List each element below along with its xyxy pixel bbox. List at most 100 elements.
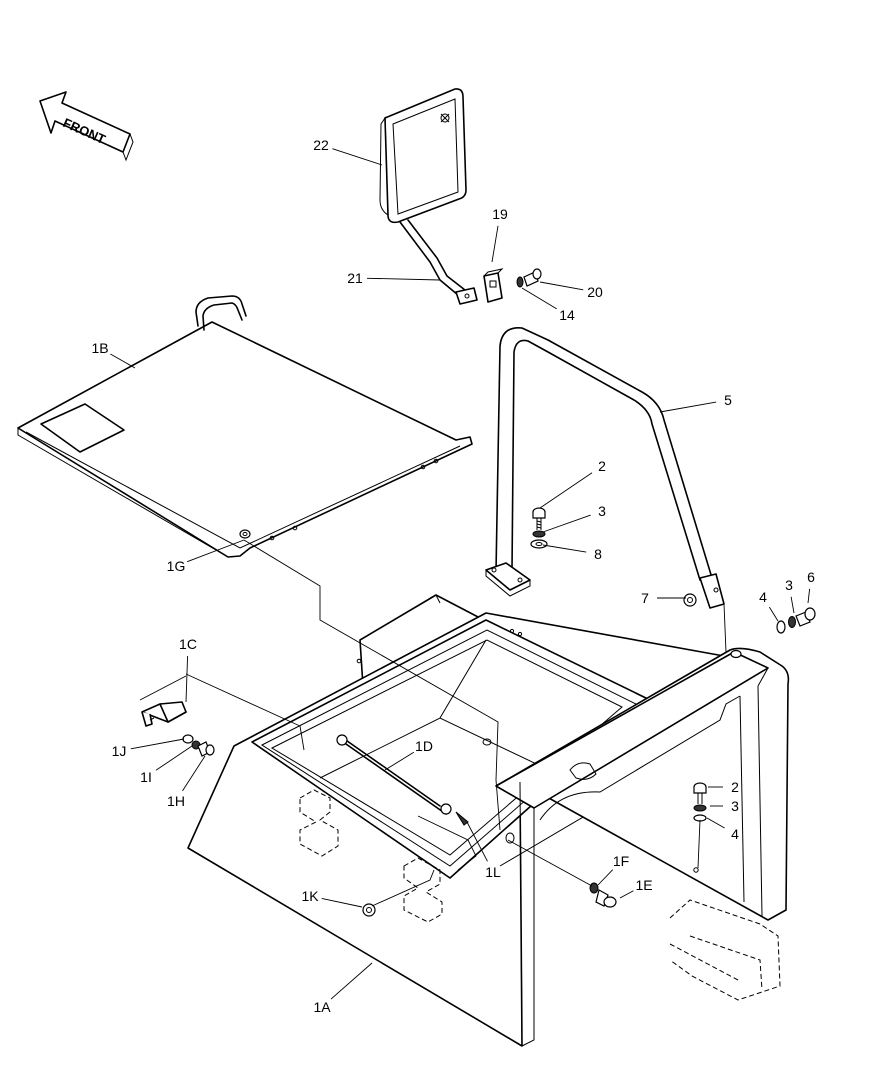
washer-part-4-right	[776, 620, 786, 634]
front-direction-arrow: FRONT	[39, 91, 134, 162]
callout-leader-line	[384, 751, 415, 771]
nut-part-1G	[239, 529, 251, 539]
mirror-arm-part-21	[399, 219, 478, 305]
callout-leader-line	[790, 596, 795, 614]
callout-c1E: 1E	[619, 877, 653, 899]
callout-label: 1C	[179, 636, 197, 652]
callout-label: 1D	[415, 738, 433, 754]
bolt-part-1H	[197, 741, 215, 757]
callout-c20: 20	[539, 281, 603, 300]
callout-c1L: 1L	[466, 821, 501, 880]
callout-c1K: 1K	[301, 888, 363, 908]
callout-label: 1A	[313, 999, 331, 1015]
bolt-part-2-lower	[693, 782, 707, 804]
callout-label: 1G	[167, 558, 186, 574]
callout-c1J: 1J	[112, 738, 185, 759]
callout-leader-line	[521, 287, 557, 310]
callout-c1C: 1C	[179, 636, 197, 703]
callout-leader-line	[185, 655, 189, 703]
callout-leader-line	[491, 225, 499, 263]
callout-c1H: 1H	[167, 755, 206, 809]
callout-label: 4	[731, 826, 739, 842]
callout-label: 1I	[140, 769, 152, 785]
callout-leader-line	[366, 277, 441, 281]
callout-c3a: 3	[542, 503, 606, 533]
callout-c4c: 4	[706, 817, 739, 842]
mirror-clamp-part-19	[483, 268, 504, 303]
callout-label: 6	[807, 569, 815, 585]
callout-label: 22	[313, 137, 329, 153]
washer-part-1J	[182, 734, 194, 744]
callout-label: 7	[641, 590, 649, 606]
nut-part-1K	[362, 903, 376, 917]
callout-leader-line	[466, 821, 488, 862]
callout-c6: 6	[807, 569, 815, 604]
callout-leader-line	[110, 353, 136, 369]
bracket-part-1C	[141, 701, 187, 727]
callout-leader-line	[659, 401, 717, 413]
callout-leader-line	[542, 544, 587, 553]
callout-label: 2	[731, 779, 739, 795]
callout-leader-line	[321, 898, 363, 908]
callout-c1F: 1F	[597, 853, 629, 886]
bolt-part-2-upper	[532, 507, 546, 530]
washer-part-14	[516, 276, 524, 288]
callout-label: 3	[785, 577, 793, 593]
callout-leader-line	[619, 890, 634, 899]
callout-c8: 8	[542, 544, 602, 562]
callout-leader-line	[187, 539, 245, 563]
callout-label: 8	[594, 546, 602, 562]
callout-leader-line	[330, 962, 373, 1000]
callout-leader-line	[130, 738, 185, 750]
callout-label: 21	[347, 270, 363, 286]
callout-label: 1B	[91, 340, 108, 356]
housing-part-1A	[187, 594, 790, 1047]
pin-part-1L	[455, 811, 469, 826]
callout-leader-line	[539, 281, 584, 291]
callout-leader-line	[706, 817, 725, 829]
washer-part-8	[530, 539, 548, 549]
callout-label: 1H	[167, 793, 185, 809]
callout-leader-line	[768, 606, 779, 622]
callout-leader-line	[542, 514, 591, 533]
callout-label: 1J	[112, 743, 127, 759]
lockwasher-part-3-lower	[693, 804, 707, 812]
callout-c5: 5	[659, 392, 732, 413]
lockwasher-part-3-upper	[532, 530, 546, 538]
callout-leader-line	[597, 869, 614, 886]
callout-label: 3	[731, 798, 739, 814]
callout-c1A: 1A	[313, 962, 373, 1015]
callout-label: 19	[492, 206, 508, 222]
callout-leader-line	[155, 745, 193, 771]
callout-label: 1L	[485, 864, 501, 880]
callout-label: 14	[559, 307, 575, 323]
hidden-lines	[299, 789, 781, 1001]
mirror-head-part-22	[379, 88, 467, 224]
nut-part-7	[683, 593, 697, 607]
callout-label: 1K	[301, 888, 319, 904]
callout-label: 1F	[613, 853, 629, 869]
callout-label: 5	[724, 392, 732, 408]
callout-c22: 22	[313, 137, 383, 166]
callout-label: 1E	[635, 877, 652, 893]
callout-c2a: 2	[539, 458, 606, 509]
callout-leader-line	[539, 472, 593, 509]
callout-c19: 19	[491, 206, 508, 263]
callout-label: 2	[598, 458, 606, 474]
callout-leader-line	[182, 755, 206, 792]
lockwasher-part-1F	[589, 882, 599, 894]
rod-part-1D	[336, 734, 452, 815]
assembly-lines	[139, 539, 727, 907]
callout-c1I: 1I	[140, 745, 193, 785]
callout-leader-line	[332, 148, 383, 166]
lockwasher-part-3-right	[788, 616, 796, 628]
bolt-part-20	[523, 268, 542, 287]
callout-c7: 7	[641, 590, 686, 606]
callout-c1B: 1B	[91, 340, 136, 369]
callout-c3b: 3	[785, 577, 795, 614]
callout-c4b: 4	[759, 589, 779, 622]
callout-label: 4	[759, 589, 767, 605]
